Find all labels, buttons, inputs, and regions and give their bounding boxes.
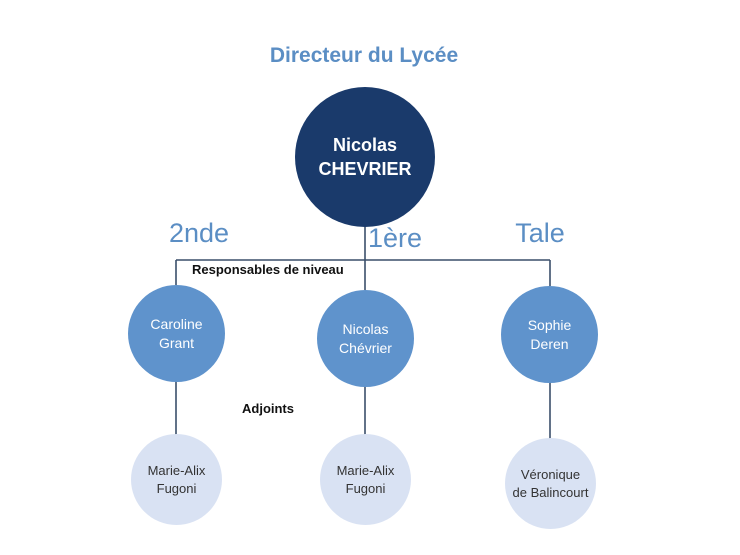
adjoint-node-2nde: Marie-Alix Fugoni [131, 434, 222, 525]
level-label-1ere: 1ère [367, 223, 423, 253]
responsable-first-name: Caroline [150, 315, 203, 332]
responsable-first-name: Sophie [527, 316, 572, 333]
page-title: Directeur du Lycée [269, 44, 459, 67]
responsables-label: Responsables de niveau [192, 262, 344, 277]
adjoint-first-name: Marie-Alix [336, 462, 395, 478]
level-label-2nde: 2nde [168, 218, 230, 248]
director-node: Nicolas CHEVRIER [295, 87, 435, 227]
adjoint-node-1ere: Marie-Alix Fugoni [320, 434, 411, 525]
responsable-node-1ere: Nicolas Chévrier [317, 290, 414, 387]
adjoints-label: Adjoints [242, 401, 294, 416]
responsable-node-2nde: Caroline Grant [128, 285, 225, 382]
adjoint-last-name: Fugoni [345, 480, 386, 496]
responsable-last-name: Deren [530, 335, 569, 352]
director-first-name: Nicolas [332, 134, 398, 155]
adjoint-first-name: Marie-Alix [147, 462, 206, 478]
level-label-tale: Tale [515, 218, 565, 248]
adjoint-last-name: Fugoni [156, 480, 197, 496]
responsable-node-tale: Sophie Deren [501, 286, 598, 383]
adjoint-first-name: Véronique [520, 466, 581, 482]
adjoint-node-tale: Véronique de Balincourt [505, 438, 596, 529]
responsable-last-name: Chévrier [339, 339, 392, 356]
responsable-first-name: Nicolas [342, 320, 389, 337]
responsable-last-name: Grant [158, 334, 194, 351]
adjoint-last-name: de Balincourt [512, 484, 589, 500]
director-last-name: CHEVRIER [318, 159, 412, 179]
